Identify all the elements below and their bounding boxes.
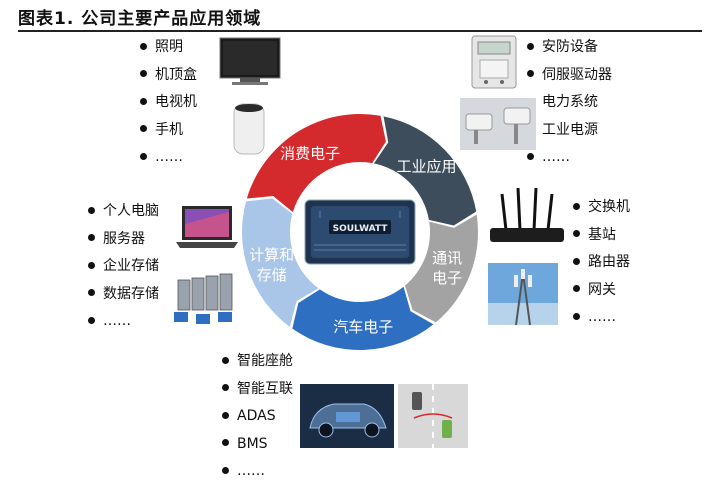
server-icon [174,273,233,324]
automotive-list-item: ADAS [222,403,293,431]
automotive-list-text: BMS [237,435,268,452]
computing-list-item: 企业存储 [88,253,159,281]
tv-icon [219,37,281,85]
industrial-list-text: 伺服驱动器 [542,66,612,83]
automotive-list-text: 智能座舱 [237,353,293,369]
bullet-icon [573,312,580,320]
router-icon [490,187,564,242]
ring-segment-automotive [292,286,434,350]
ring-segment-consumer [246,114,386,213]
computing-list-item: 个人电脑 [88,198,159,226]
ring-label-automotive: 汽车电子 [333,318,393,336]
computing-list-text: 个人电脑 [103,203,159,219]
ring-label-consumer: 消费电子 [280,144,340,162]
telecom-list-text: 路由器 [588,254,630,270]
consumer-list-item: 照明 [140,34,197,62]
consumer-list: 照明机顶盒电视机手机 …… [140,34,197,172]
telecom-list-text: …… [588,309,616,325]
telecom-list-item: 交换机 [573,194,630,222]
ring-label-computing: 计算和 [249,246,294,264]
computing-list-text: 数据存储 [103,285,159,302]
bullet-icon [573,257,580,265]
automotive-list-item: BMS [222,431,293,459]
consumer-list-text: …… [155,149,183,165]
telecom-list-item: 网关 [573,277,630,305]
consumer-list-item: 机顶盒 [140,62,197,90]
telecom-list-item: 基站 [573,222,630,250]
bullet-icon [140,70,147,77]
bullet-icon [88,289,95,296]
telecom-list-text: 交换机 [588,199,630,215]
road-icon [398,384,468,448]
bullet-icon [222,356,229,364]
computing-list-item: 服务器 [88,226,159,254]
consumer-list-text: 机顶盒 [155,66,197,83]
ring-label-telecom: 电子 [432,269,462,287]
chip-icon: SOULWATT [304,199,416,265]
consumer-list-item: …… [140,144,197,172]
ring-label-industrial: 工业应用 [396,158,456,176]
telecom-list-text: 网关 [588,281,616,298]
bullet-icon [527,70,534,77]
ring-label-computing: 存储 [257,266,287,284]
ring-segment-computing [241,198,319,327]
computing-list-item: 数据存储 [88,281,159,309]
industrial-list-text: …… [542,149,570,165]
industrial-list-item: …… [527,144,612,172]
bullet-icon [140,97,147,105]
industrial-list-item: 安防设备 [527,34,612,62]
bullet-icon [527,152,534,160]
bullet-icon [88,261,95,269]
telecom-list: 交换机基站路由器网关 …… [573,194,630,332]
automotive-list-text: ADAS [237,408,276,424]
bullet-icon [140,125,147,132]
industrial-list-text: 工业电源 [542,121,598,138]
computing-list: 个人电脑服务器企业存储数据存储 …… [88,198,159,336]
bullet-icon [527,42,534,50]
bullet-icon [140,42,147,50]
bullet-icon [140,152,147,160]
tower-icon [488,263,558,325]
bullet-icon [573,230,580,237]
ring-segment-industrial [373,116,477,226]
telecom-list-item: …… [573,304,630,332]
meter-icon [471,35,517,89]
automotive-list-item: 智能互联 [222,376,293,404]
industrial-list-item: 伺服驱动器 [527,62,612,90]
bullet-icon [573,285,580,292]
center-logo: SOULWATT [333,224,389,234]
computing-list-text: …… [103,313,131,329]
speaker-icon [233,103,265,155]
camera-icon [460,98,536,150]
computing-list-text: 企业存储 [103,258,159,274]
consumer-list-text: 照明 [155,39,183,55]
bullet-icon [222,411,229,419]
industrial-list-text: 安防设备 [542,39,598,55]
consumer-list-text: 电视机 [155,94,197,110]
computing-list-text: 服务器 [103,230,145,247]
computing-list-item: …… [88,308,159,336]
consumer-list-item: 手机 [140,117,197,145]
bullet-icon [88,316,95,324]
automotive-list-text: 智能互联 [237,380,293,397]
bullet-icon [222,384,229,391]
bullet-icon [88,206,95,214]
ring-segment-telecom [404,214,478,323]
industrial-list: 安防设备伺服驱动器电力系统工业电源 …… [527,34,612,172]
figure-title: 图表1. 公司主要产品应用领域 [18,9,262,29]
title-rule [18,30,702,32]
bullet-icon [573,202,580,210]
consumer-list-item: 电视机 [140,89,197,117]
laptop-icon [176,206,238,248]
consumer-list-text: 手机 [155,121,183,138]
automotive-list-item: 智能座舱 [222,348,293,376]
telecom-list-text: 基站 [588,226,616,243]
bullet-icon [222,439,229,446]
telecom-list-item: 路由器 [573,249,630,277]
bullet-icon [88,234,95,241]
ring-label-telecom: 通讯 [432,249,462,267]
car-icon [300,384,394,448]
industrial-list-text: 电力系统 [542,94,598,110]
